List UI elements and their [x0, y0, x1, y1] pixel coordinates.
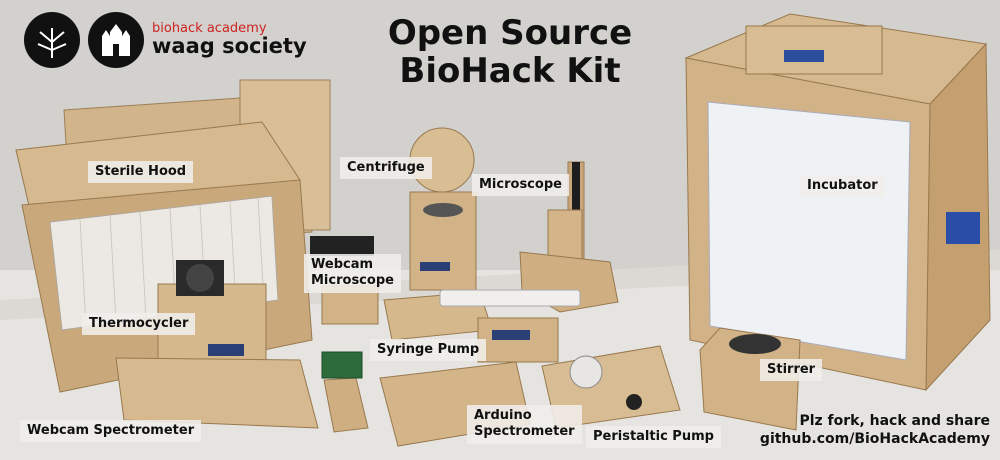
label-webcam-microscope: Webcam Microscope: [304, 254, 401, 293]
peristaltic-pump-rotor: [569, 355, 603, 389]
syringe-body: [439, 289, 581, 307]
footer-line-2[interactable]: github.com/BioHackAcademy: [759, 431, 990, 448]
waag-logo: [88, 12, 144, 68]
incubator-display: [784, 50, 824, 62]
title-line-2: BioHack Kit: [399, 51, 621, 92]
label-microscope: Microscope: [472, 174, 569, 196]
thermocycler-fan-blade: [186, 264, 214, 292]
castle-icon: [102, 24, 130, 56]
footer-line-1: Plz fork, hack and share: [799, 413, 990, 429]
label-arduino-spectrometer-line-1: Arduino: [474, 408, 532, 423]
tree-icon: [37, 28, 67, 58]
label-peristaltic-pump: Peristaltic Pump: [586, 426, 721, 448]
webcam-spectrometer-box: [115, 357, 319, 429]
label-sterile-hood: Sterile Hood: [88, 161, 194, 183]
label-webcam-microscope-line-1: Webcam: [311, 257, 374, 272]
label-centrifuge: Centrifuge: [340, 157, 432, 179]
incubator-window: [707, 101, 911, 361]
stirrer-plate: [729, 334, 781, 354]
thermocycler-display: [208, 344, 244, 356]
centrifuge-display: [420, 262, 450, 271]
label-arduino-spectrometer-line-2: Spectrometer: [474, 424, 575, 440]
label-webcam-spectrometer: Webcam Spectrometer: [20, 420, 202, 442]
label-thermocycler: Thermocycler: [82, 313, 196, 335]
peristaltic-pump-knob: [626, 394, 642, 410]
biohack-logo: [24, 12, 80, 68]
label-arduino-spectrometer: Arduino Spectrometer: [467, 405, 582, 444]
label-incubator: Incubator: [800, 175, 885, 197]
webcam-device: [310, 236, 374, 256]
footer-text: Plz fork, hack and share github.com/BioH…: [760, 412, 990, 448]
page-title: Open Source BioHack Kit: [360, 14, 660, 90]
label-stirrer: Stirrer: [760, 359, 823, 381]
title-line-1: Open Source: [387, 13, 633, 53]
webcam-spectrometer-small: [323, 377, 369, 433]
centrifuge-rotor: [423, 203, 463, 217]
arduino-board: [321, 351, 363, 379]
brand-academy: biohack academy: [152, 21, 267, 36]
label-syringe-pump: Syringe Pump: [370, 339, 487, 361]
stirrer-box: [699, 327, 801, 431]
blue-object: [946, 212, 980, 244]
brand-society: waag society: [152, 34, 307, 58]
label-webcam-microscope-line-2: Microscope: [311, 273, 394, 289]
syringe-pump-display: [492, 330, 530, 340]
